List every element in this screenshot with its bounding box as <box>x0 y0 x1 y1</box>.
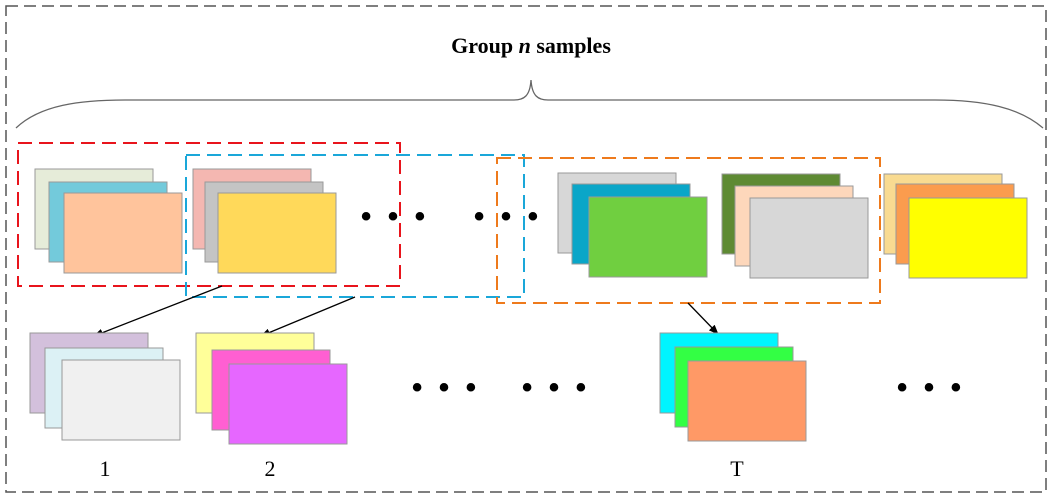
ellipsis-top-1: • • • <box>361 200 429 233</box>
input-stack-3 <box>557 172 708 278</box>
input-stack-1 <box>34 168 183 274</box>
sample-card <box>908 197 1028 279</box>
window-blue <box>185 154 525 298</box>
group-brace <box>15 79 1044 129</box>
output-label-T: T <box>730 456 744 481</box>
output-stack-2 <box>195 332 348 445</box>
ellipsis-bottom-1: • • • <box>412 371 480 404</box>
output-label-2: 2 <box>265 456 276 481</box>
arrow-to-output-T <box>687 302 719 335</box>
output-stack-1 <box>29 332 181 441</box>
input-stack-2 <box>192 168 337 274</box>
output-stack-T <box>659 332 807 442</box>
outer-frame <box>5 5 1047 493</box>
input-stack-5 <box>883 173 1028 279</box>
ellipsis-bottom-2: • • • <box>522 371 590 404</box>
sample-card <box>687 360 807 442</box>
output-label-1: 1 <box>100 456 111 481</box>
ellipsis-top-2: • • • <box>474 200 542 233</box>
sample-card <box>63 192 183 274</box>
sample-card <box>61 359 181 441</box>
arrow-to-output-1 <box>93 285 223 337</box>
input-stack-4 <box>721 173 869 279</box>
sample-card <box>588 196 708 278</box>
ellipsis-bottom-3: • • • <box>897 371 965 404</box>
sample-card <box>749 197 869 279</box>
window-red <box>17 142 401 287</box>
diagram-title: Group n samples <box>451 33 611 58</box>
arrow-to-output-2 <box>260 296 356 337</box>
sample-card <box>217 192 337 274</box>
sample-card <box>228 363 348 445</box>
